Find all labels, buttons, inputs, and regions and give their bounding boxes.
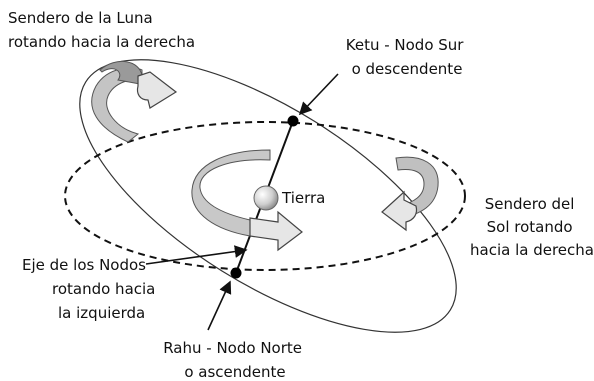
ketu-label: Ketu - Nodo Sur o descendente bbox=[346, 36, 469, 78]
rahu-label: Rahu - Nodo Norte o ascendente bbox=[163, 339, 307, 381]
earth-label: Tierra bbox=[281, 189, 325, 207]
rahu-pointer-arrow bbox=[207, 280, 232, 331]
sun-path-label: Sendero del Sol rotando hacia la derecha bbox=[470, 195, 594, 259]
sun-rotation-arrow bbox=[381, 156, 439, 232]
axis-rotation-arrow bbox=[191, 149, 303, 252]
axis-label: Eje de los Nodos rotando hacia la izquie… bbox=[22, 256, 160, 322]
ketu-pointer-arrow bbox=[298, 73, 339, 116]
sun-path-ellipse bbox=[64, 121, 466, 271]
axis-pointer-arrow bbox=[145, 245, 248, 265]
moon-orbit-ellipse bbox=[79, 59, 457, 333]
moon-path-label: Sendero de la Luna rotando hacia la dere… bbox=[8, 9, 195, 51]
earth-globe bbox=[253, 185, 279, 211]
moon-rotation-arrow bbox=[91, 61, 178, 143]
ketu-node-dot bbox=[287, 115, 299, 127]
rahu-node-dot bbox=[230, 267, 242, 279]
